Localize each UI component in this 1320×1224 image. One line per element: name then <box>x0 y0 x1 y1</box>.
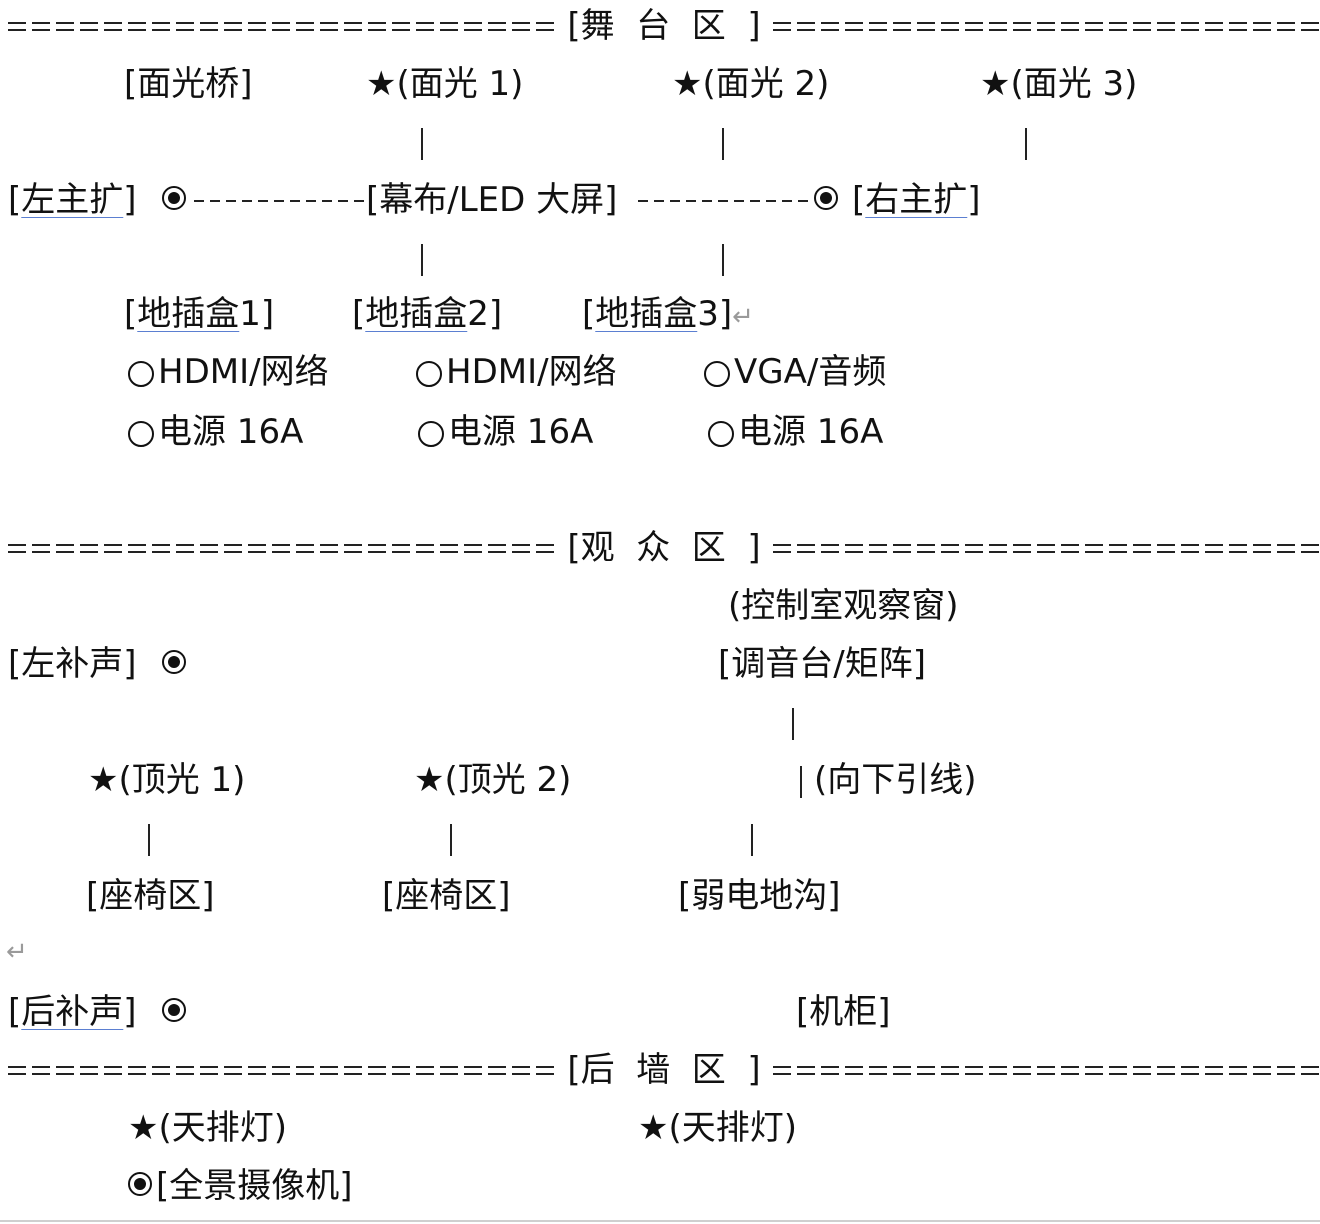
floor-box-number: 2] <box>467 294 503 334</box>
face-light-1: ★(面光 1) <box>366 64 524 104</box>
right-main-speaker: [右主扩] <box>852 180 981 220</box>
face-bridge-label: [面光桥] <box>124 64 253 104</box>
circle-icon <box>128 360 154 387</box>
screen-label: [幕布/LED 大屏] <box>366 180 618 220</box>
circle-icon <box>708 420 734 447</box>
floor-box-number: 3] <box>697 294 733 334</box>
speaker-icon <box>162 186 186 210</box>
connector-line <box>792 708 794 740</box>
face-light-3: ★(面光 3) <box>980 64 1138 104</box>
separator-line <box>772 19 1320 33</box>
speaker-icon <box>814 186 838 210</box>
floor-box-2-port-signal: HDMI/网络 <box>416 350 617 394</box>
top-light-2: ★(顶光 2) <box>414 760 572 800</box>
connector-line <box>1025 128 1027 160</box>
sky-light-2: ★(天排灯) <box>638 1108 798 1148</box>
dashed-connector <box>638 200 810 202</box>
down-lead-label: (向下引线) <box>814 760 977 800</box>
connector-line <box>148 824 150 856</box>
floor-box-3-port-power: 电源 16A <box>708 410 883 454</box>
circle-icon <box>128 420 154 447</box>
stage-header-label: [舞 台 区 ] <box>567 6 761 46</box>
separator-line <box>772 541 1320 555</box>
port-label: VGA/音频 <box>734 352 887 392</box>
seating-area-1: [座椅区] <box>86 876 215 916</box>
separator-line <box>772 1063 1320 1077</box>
right-main-speaker-label: 右主扩 <box>865 180 968 220</box>
audience-header-label: [观 众 区 ] <box>567 528 761 568</box>
circle-icon <box>704 360 730 387</box>
circle-icon <box>418 420 444 447</box>
speaker-icon <box>162 998 186 1022</box>
back-wall-header-label: [后 墙 区 ] <box>567 1050 761 1090</box>
floor-box-1: [地插盒1] <box>124 294 275 334</box>
mixer-label: [调音台/矩阵] <box>718 644 926 684</box>
seating-area-2: [座椅区] <box>382 876 511 916</box>
floor-box-1-port-signal: HDMI/网络 <box>128 350 329 394</box>
top-light-1: ★(顶光 1) <box>88 760 246 800</box>
camera-icon <box>128 1172 152 1196</box>
port-label: HDMI/网络 <box>446 352 617 392</box>
left-fill-speaker-label: [左补声] <box>8 644 137 684</box>
cable-trench-label: [弱电地沟] <box>678 876 841 916</box>
stage-section-header: [舞 台 区 ] <box>8 4 1320 48</box>
connector-line <box>751 824 753 856</box>
connector-line <box>722 244 724 276</box>
connector-line <box>722 128 724 160</box>
back-wall-section-header: [后 墙 区 ] <box>8 1048 1320 1092</box>
speaker-icon <box>162 650 186 674</box>
separator-line <box>8 1063 556 1077</box>
floor-box-3: [地插盒3]↵ <box>582 294 754 334</box>
connector-line <box>800 766 802 798</box>
circle-icon <box>416 360 442 387</box>
face-light-2: ★(面光 2) <box>672 64 830 104</box>
floor-box-2-port-power: 电源 16A <box>418 410 593 454</box>
page-bottom-rule <box>0 1220 1320 1222</box>
return-icon: ↵ <box>6 937 28 967</box>
left-main-speaker: [左主扩] <box>8 180 137 220</box>
return-icon: ↵ <box>732 302 754 332</box>
audience-section-header: [观 众 区 ] <box>8 526 1320 570</box>
port-label: HDMI/网络 <box>158 352 329 392</box>
left-main-speaker-label: 左主扩 <box>21 180 124 220</box>
cabinet-label: [机柜] <box>796 992 891 1032</box>
port-label: 电源 16A <box>158 412 304 452</box>
floor-box-2: [地插盒2] <box>352 294 503 334</box>
control-window-label: (控制室观察窗) <box>728 586 959 626</box>
connector-line <box>450 824 452 856</box>
connector-line <box>421 244 423 276</box>
floor-box-number: 1] <box>239 294 275 334</box>
separator-line <box>8 19 556 33</box>
port-label: 电源 16A <box>448 412 594 452</box>
connector-line <box>421 128 423 160</box>
panorama-camera-label: [全景摄像机] <box>156 1166 353 1206</box>
floor-box-1-port-power: 电源 16A <box>128 410 303 454</box>
floor-box-3-port-signal: VGA/音频 <box>704 350 886 394</box>
floor-box-name: 地插盒 <box>595 294 698 334</box>
floor-box-name: 地插盒 <box>365 294 468 334</box>
separator-line <box>8 541 556 555</box>
dashed-connector <box>194 200 364 202</box>
floor-box-name: 地插盒 <box>137 294 240 334</box>
port-label: 电源 16A <box>738 412 884 452</box>
rear-fill-speaker-label: 后补声 <box>21 992 124 1032</box>
rear-fill-speaker: [后补声] <box>8 992 137 1032</box>
sky-light-1: ★(天排灯) <box>128 1108 288 1148</box>
